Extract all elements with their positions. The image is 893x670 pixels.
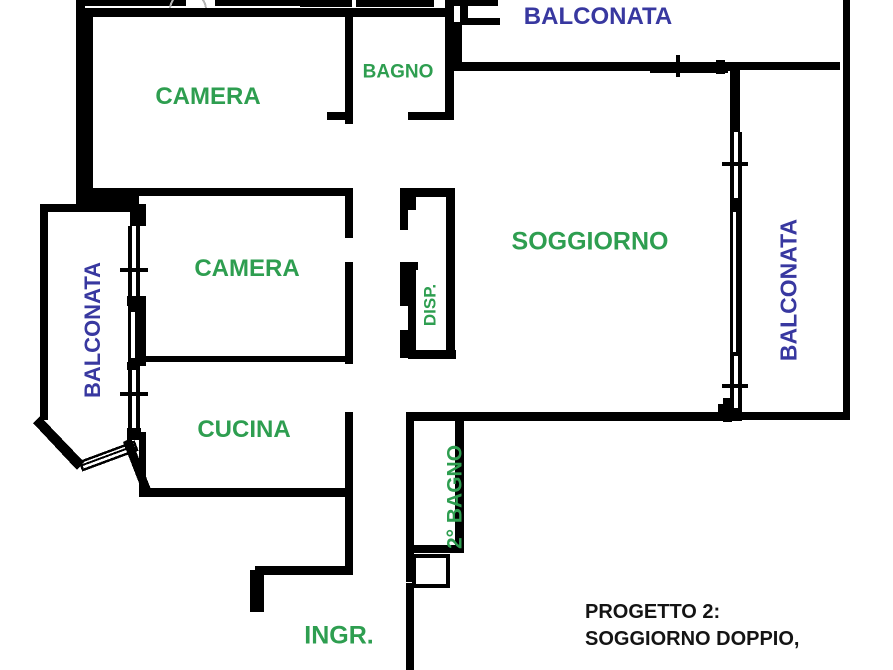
room-label-camera-2: CAMERA: [194, 255, 300, 282]
room-label-cucina: CUCINA: [197, 416, 291, 443]
balcony-label-left: BALCONATA: [80, 261, 105, 399]
room-label-bagno: BAGNO: [362, 61, 434, 83]
balcony-label-top: BALCONATA: [523, 3, 673, 30]
caption-line-2: SOGGIORNO DOPPIO,: [585, 628, 800, 650]
room-label-bagno-2: 2° BAGNO: [443, 444, 467, 550]
room-label-camera-1: CAMERA: [155, 83, 261, 110]
walls-group: [33, 0, 850, 670]
room-label-soggiorno: SOGGIORNO: [511, 227, 669, 256]
room-label-disp: DISP.: [420, 283, 440, 327]
balcony-label-right: BALCONATA: [775, 218, 802, 362]
plan-caption: PROGETTO 2: SOGGIORNO DOPPIO,: [585, 599, 799, 653]
caption-line-1: PROGETTO 2:: [585, 601, 721, 623]
room-label-ingresso: INGR.: [304, 621, 374, 650]
